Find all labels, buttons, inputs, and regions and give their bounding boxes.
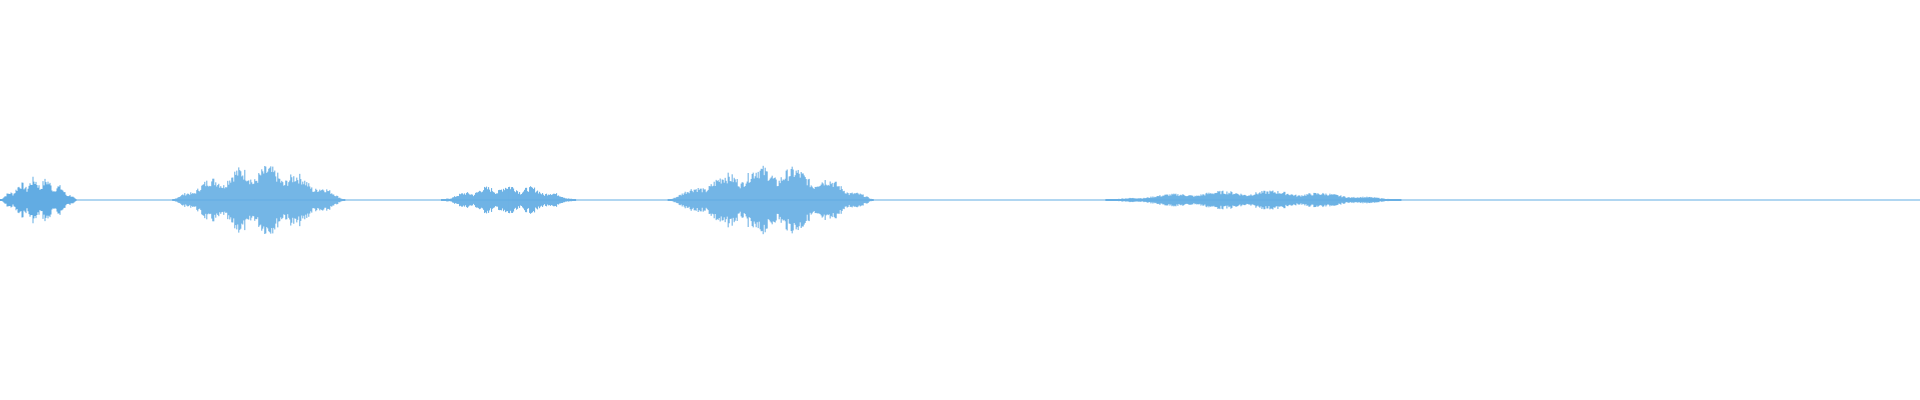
waveform-segment bbox=[667, 165, 874, 235]
waveform-segment bbox=[441, 186, 577, 214]
waveform-segment bbox=[1105, 190, 1402, 210]
waveform-segment bbox=[172, 165, 346, 235]
waveform-segment bbox=[0, 176, 77, 224]
